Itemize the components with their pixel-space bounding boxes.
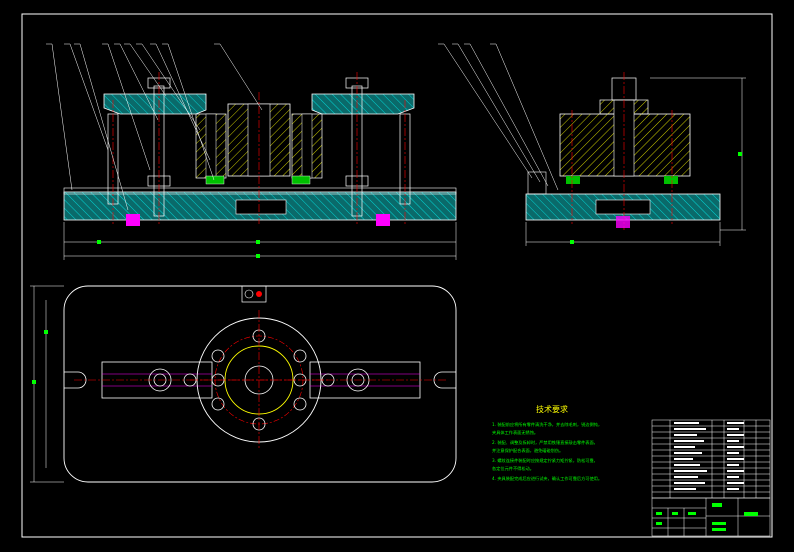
dim-mark-2 (256, 240, 260, 244)
parts-row-text-stroke (674, 464, 700, 466)
title-block (651, 497, 771, 537)
parts-row-text-stroke (674, 476, 698, 478)
parts-row-material-stroke (727, 440, 739, 442)
tech-requirements: 技术要求 1. 装配前应将所有零件清洗干净，并去除毛刺，锐边倒钝， 夹具体工作表… (492, 404, 602, 482)
tech-line-3: 2. 装配、调整及拆卸时，严禁用铁锤直接敲击零件表面， (492, 439, 598, 446)
tech-requirements-title: 技术要求 (536, 404, 568, 414)
top-base-outline (63, 285, 457, 483)
tech-line-5: 3. 螺纹连接件装配时应按规定拧紧力矩拧紧，防松可靠， (492, 457, 598, 464)
tech-line-2: 夹具体工作表面无锈蚀。 (492, 429, 538, 436)
left-bushing-bore (205, 113, 217, 179)
side-view (438, 43, 746, 246)
pin-left (126, 214, 140, 226)
parts-row-material-stroke (727, 476, 739, 478)
side-dim-mark-2 (738, 152, 742, 156)
parts-list (651, 419, 771, 499)
tech-line-4: 并注意保护配合表面，避免磕碰划伤。 (492, 447, 563, 454)
base-plate-top-step (63, 187, 457, 195)
parts-row-material-stroke (727, 446, 744, 448)
tech-line-7: 4. 夹具装配完成后应进行试夹，确认工作可靠后方可使用。 (492, 475, 602, 482)
parts-row-text-stroke (674, 422, 699, 424)
dim-mark-1 (97, 240, 101, 244)
tech-line-6: 各定位元件不得松动。 (492, 465, 534, 472)
pin-right (376, 214, 390, 226)
side-clamp-lever (527, 171, 547, 195)
parts-row-material-stroke (727, 452, 739, 454)
side-pin (616, 216, 630, 228)
left-locating-ring (205, 175, 225, 185)
parts-row-text-stroke (674, 440, 704, 442)
parts-row-text-stroke (674, 434, 697, 436)
parts-row-material-stroke (727, 470, 744, 472)
top-dim-mark-2 (32, 380, 36, 384)
right-clamp-beam (311, 93, 415, 115)
parts-row-text-stroke (674, 458, 693, 460)
parts-row-text-stroke (674, 446, 695, 448)
sheet-border (21, 13, 773, 538)
parts-row-material-stroke (727, 428, 739, 430)
base-center-slot (235, 199, 287, 215)
parts-row-text-stroke (674, 428, 706, 430)
parts-row-material-stroke (727, 422, 744, 424)
side-right-ring (664, 176, 678, 184)
parts-row-material-stroke (727, 482, 744, 484)
right-locating-ring (291, 175, 311, 185)
parts-row-text-stroke (674, 470, 707, 472)
side-slot (595, 199, 651, 215)
view-symbol (241, 285, 267, 303)
parts-row-material-stroke (727, 434, 744, 436)
side-dim-mark-1 (570, 240, 574, 244)
parts-row-text-stroke (674, 488, 696, 490)
top-view (30, 285, 457, 483)
front-view (46, 43, 457, 260)
parts-row-material-stroke (727, 458, 744, 460)
parts-row-material-stroke (727, 488, 739, 490)
top-dim-mark-1 (44, 330, 48, 334)
tech-line-1: 1. 装配前应将所有零件清洗干净，并去除毛刺，锐边倒钝， (492, 421, 602, 428)
parts-row-text-stroke (674, 452, 702, 454)
dim-mark-3 (256, 254, 260, 258)
side-left-ring (566, 176, 580, 184)
parts-row-text-stroke (674, 482, 705, 484)
parts-row-material-stroke (727, 464, 739, 466)
right-bushing-bore (301, 113, 313, 179)
